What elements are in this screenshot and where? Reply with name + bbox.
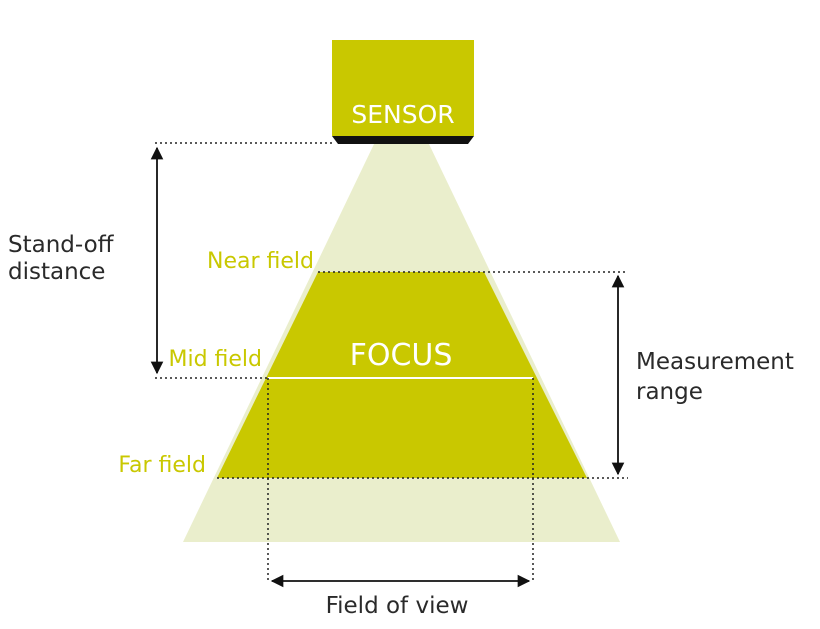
mid-field-label: Mid field [168,347,262,372]
standoff-label-line1: Stand-off [8,232,115,258]
focus-label: FOCUS [350,338,453,373]
dotted-lines [155,142,628,582]
sensor-label: SENSOR [351,100,454,129]
measurement-label-line1: Measurement [636,349,794,375]
far-field-label: Far field [118,453,206,478]
sensor-base [332,136,474,144]
measurement-label-line2: range [636,379,703,405]
fov-label: Field of view [326,593,469,619]
focus-zone [217,272,587,478]
standoff-label-line2: distance [8,259,105,285]
near-field-label: Near field [207,249,314,274]
sensor-body [332,40,474,136]
